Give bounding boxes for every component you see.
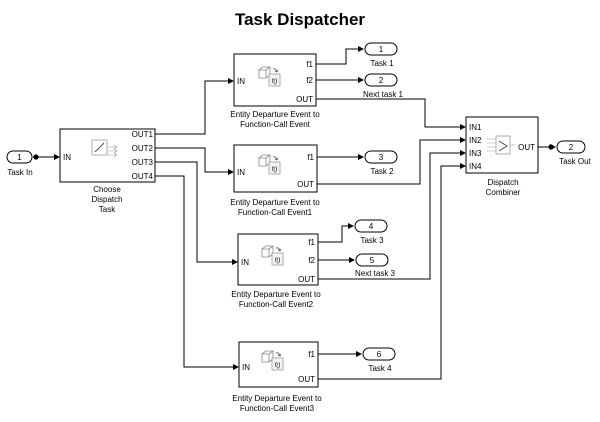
dispatch-out4-label: OUT4 bbox=[132, 172, 154, 181]
event0-f2-label: f2 bbox=[306, 76, 313, 85]
switch-icon bbox=[91, 139, 118, 158]
event0-caption-2: Function-Call Event bbox=[240, 120, 311, 129]
event1-caption-1: Entity Departure Event to bbox=[230, 198, 320, 207]
combiner-in2-label: IN2 bbox=[469, 136, 482, 145]
wire-e2-f1 bbox=[318, 225, 352, 243]
fcn-icon-label: f() bbox=[272, 79, 278, 85]
choose-dispatch-task-block[interactable]: IN OUT1 OUT2 OUT3 OUT4 Choose Dispatch T… bbox=[59, 128, 156, 214]
event-block-1[interactable]: IN f() f1 OUT Entity Departure Event to … bbox=[230, 144, 320, 217]
event1-out-label: OUT bbox=[297, 180, 314, 189]
event3-caption-1: Entity Departure Event to bbox=[232, 394, 322, 403]
wire-out3 bbox=[155, 161, 236, 263]
dispatch-in-label: IN bbox=[63, 153, 71, 162]
dispatch-out3-label: OUT3 bbox=[132, 158, 154, 167]
event3-in-label: IN bbox=[242, 363, 250, 372]
outport-next-task-3[interactable]: 5 Next task 3 bbox=[355, 253, 396, 278]
inport-number: 1 bbox=[17, 153, 22, 162]
outport-label: Task 1 bbox=[370, 59, 394, 68]
outport-task-3[interactable]: 4 Task 3 bbox=[354, 219, 388, 245]
combiner-caption-1: Dispatch bbox=[487, 178, 518, 187]
outport-label: Next task 1 bbox=[363, 90, 404, 99]
combiner-caption-2: Combiner bbox=[486, 188, 521, 197]
dispatch-caption-1: Choose bbox=[93, 185, 121, 194]
event0-f1-label: f1 bbox=[306, 60, 313, 69]
event3-out-label: OUT bbox=[298, 375, 315, 384]
outport-next-task-1[interactable]: 2 Next task 1 bbox=[363, 73, 404, 99]
function-call-icon: f() bbox=[261, 245, 284, 266]
outport-label: Task 4 bbox=[368, 364, 392, 373]
combiner-in3-label: IN3 bbox=[469, 149, 482, 158]
event-block-2[interactable]: IN f() f1 f2 OUT Entity Departure Event … bbox=[231, 233, 321, 309]
outport-label: Task Out bbox=[559, 157, 591, 166]
fcn-icon-label: f() bbox=[275, 258, 281, 264]
inport-label: Task In bbox=[7, 168, 32, 177]
event-block-3[interactable]: IN f() f1 OUT Entity Departure Event to … bbox=[232, 341, 322, 413]
event0-out-label: OUT bbox=[296, 95, 313, 104]
outport-number: 3 bbox=[379, 153, 384, 162]
wire-e3-out bbox=[318, 165, 464, 380]
wire-out2 bbox=[155, 147, 232, 173]
dispatch-combiner-block[interactable]: IN1 IN2 IN3 IN4 OUT Dispatch Combiner bbox=[465, 116, 539, 197]
event1-in-label: IN bbox=[237, 168, 245, 177]
outport-label: Task 3 bbox=[360, 236, 384, 245]
outport-number: 2 bbox=[569, 143, 574, 152]
inport-task-in[interactable]: 1 Task In bbox=[6, 150, 33, 177]
dispatch-caption-2: Dispatch bbox=[91, 195, 122, 204]
signal-wires bbox=[33, 46, 556, 380]
event1-caption-2: Function-Call Event1 bbox=[238, 208, 313, 217]
wire-in-dot bbox=[33, 154, 39, 160]
outport-label: Next task 3 bbox=[355, 269, 396, 278]
combiner-icon bbox=[487, 135, 515, 155]
event1-f1-label: f1 bbox=[307, 153, 314, 162]
outport-number: 1 bbox=[379, 45, 384, 54]
event0-in-label: IN bbox=[237, 77, 245, 86]
outport-task-4[interactable]: 6 Task 4 bbox=[362, 347, 396, 373]
wire-e0-f1 bbox=[316, 48, 362, 65]
event2-f2-label: f2 bbox=[308, 256, 315, 265]
fcn-icon-label: f() bbox=[272, 167, 278, 173]
wire-e0-out bbox=[316, 98, 464, 128]
dispatch-out1-label: OUT1 bbox=[132, 130, 154, 139]
event2-in-label: IN bbox=[241, 258, 249, 267]
outport-number: 2 bbox=[379, 76, 384, 85]
event3-f1-label: f1 bbox=[308, 350, 315, 359]
outport-label: Task 2 bbox=[370, 167, 394, 176]
wire-out4 bbox=[155, 175, 237, 368]
combiner-in4-label: IN4 bbox=[469, 162, 482, 171]
dispatch-out2-label: OUT2 bbox=[132, 144, 154, 153]
function-call-icon: f() bbox=[258, 66, 281, 87]
fcn-icon-label: f() bbox=[275, 363, 281, 369]
wire-out1 bbox=[155, 80, 232, 135]
event2-caption-2: Function-Call Event2 bbox=[239, 300, 314, 309]
wire-e1-out bbox=[317, 139, 464, 185]
outport-number: 6 bbox=[377, 350, 382, 359]
dispatch-caption-3: Task bbox=[99, 205, 116, 214]
combiner-in1-label: IN1 bbox=[469, 123, 482, 132]
event2-f1-label: f1 bbox=[308, 238, 315, 247]
outport-number: 5 bbox=[370, 256, 375, 265]
wire-e2-out bbox=[318, 152, 464, 280]
event3-caption-2: Function-Call Event3 bbox=[240, 404, 315, 413]
outport-number: 4 bbox=[369, 222, 374, 231]
function-call-icon: f() bbox=[261, 350, 284, 371]
event2-caption-1: Entity Departure Event to bbox=[231, 290, 321, 299]
combiner-out-label: OUT bbox=[518, 143, 535, 152]
diagram-title: Task Dispatcher bbox=[235, 10, 365, 29]
function-call-icon: f() bbox=[258, 154, 281, 175]
event-block-0[interactable]: IN f() f1 f2 OUT Entity Departure Event … bbox=[230, 53, 320, 129]
outport-task-1[interactable]: 1 Task 1 bbox=[364, 42, 398, 68]
event2-out-label: OUT bbox=[298, 275, 315, 284]
outport-task-out[interactable]: 2 Task Out bbox=[556, 140, 592, 166]
event0-caption-1: Entity Departure Event to bbox=[230, 110, 320, 119]
outport-task-2[interactable]: 3 Task 2 bbox=[364, 150, 398, 176]
